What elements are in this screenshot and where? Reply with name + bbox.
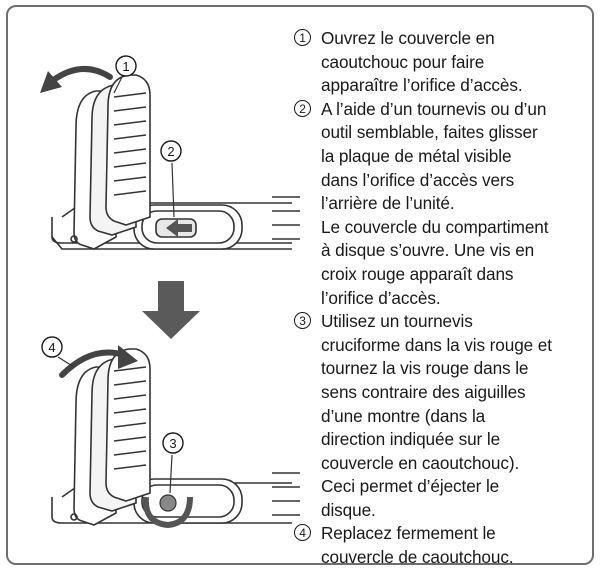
step-line: Le couvercle du compartiment — [321, 216, 549, 237]
step-line: Utilisez un tournevis — [321, 311, 473, 332]
callout-4-label: 4 — [48, 340, 55, 355]
step-line: cruciforme dans la vis rouge et — [321, 334, 552, 355]
step-line: l’orifice d’accès. — [321, 287, 441, 308]
step-line: croix rouge apparaît dans — [321, 263, 514, 284]
step-2: 2 A l’aide d’un tournevis ou d’un outil … — [294, 98, 604, 310]
step-number-1: 1 — [294, 29, 311, 46]
step-number-3: 3 — [294, 312, 311, 330]
step-line: tournez la vis rouge dans le — [321, 358, 529, 379]
step-line: A l’aide d’un tournevis ou d’un — [321, 98, 547, 119]
rotate-arrow-icon — [142, 496, 193, 529]
step-line: apparaître l’orifice d’accès. — [321, 75, 523, 96]
step-line: à disque s’ouvre. Une vis en — [321, 240, 535, 261]
step-line: sens contraire des aiguilles — [321, 381, 526, 402]
down-arrow-icon — [142, 281, 200, 339]
step-line: outil semblable, faites glisser — [321, 122, 538, 143]
step-line: couvercle en caoutchouc). — [321, 452, 520, 473]
step-line: direction indiquée sur le — [321, 429, 501, 450]
callout-1 — [115, 55, 137, 77]
step-line: couvercle de caoutchouc. — [321, 547, 514, 568]
open-arrowhead-icon — [40, 71, 62, 93]
callout-4 — [41, 336, 63, 358]
step-line: disque. — [321, 499, 376, 520]
step-line: Ceci permet d’éjecter le — [321, 476, 500, 497]
callout-2 — [160, 140, 182, 162]
illustration: 1 2 3 4 — [40, 55, 300, 529]
step-line: la plaque de métal visible — [321, 145, 512, 166]
step-3: 3 Utilisez un tournevis cruciforme dans … — [294, 310, 604, 522]
close-arrowhead-icon — [118, 345, 138, 369]
step-line: l’arrière de l’unité. — [321, 193, 455, 214]
callout-2-label: 2 — [167, 144, 174, 159]
callout-3-label: 3 — [169, 436, 176, 451]
callout-3 — [162, 432, 184, 454]
screw-icon — [159, 494, 177, 512]
step-line: dans l’orifice d’accès vers — [321, 169, 515, 190]
top-device-illustration — [51, 74, 300, 250]
open-arrow-icon — [49, 65, 113, 84]
step-line: d’une montre (dans la — [321, 405, 486, 426]
slide-arrow-icon — [166, 219, 192, 237]
callout-1-label: 1 — [122, 59, 129, 74]
step-4: 4 Replacez fermement le couvercle de cao… — [294, 522, 604, 569]
step-1: 1 Ouvrez le couvercle en caoutchouc pour… — [294, 27, 604, 98]
step-line: Ouvrez le couvercle en — [321, 28, 495, 48]
instruction-panel: 1 2 3 4 1 Ouvrez le couvercle en caoutch… — [6, 5, 594, 567]
step-line: Replacez fermement le — [321, 523, 496, 544]
step-number-4: 4 — [294, 524, 311, 542]
step-line: caoutchouc pour faire — [321, 51, 485, 72]
step-number-2: 2 — [294, 99, 311, 117]
instructions-text: 1 Ouvrez le couvercle en caoutchouc pour… — [294, 27, 604, 570]
